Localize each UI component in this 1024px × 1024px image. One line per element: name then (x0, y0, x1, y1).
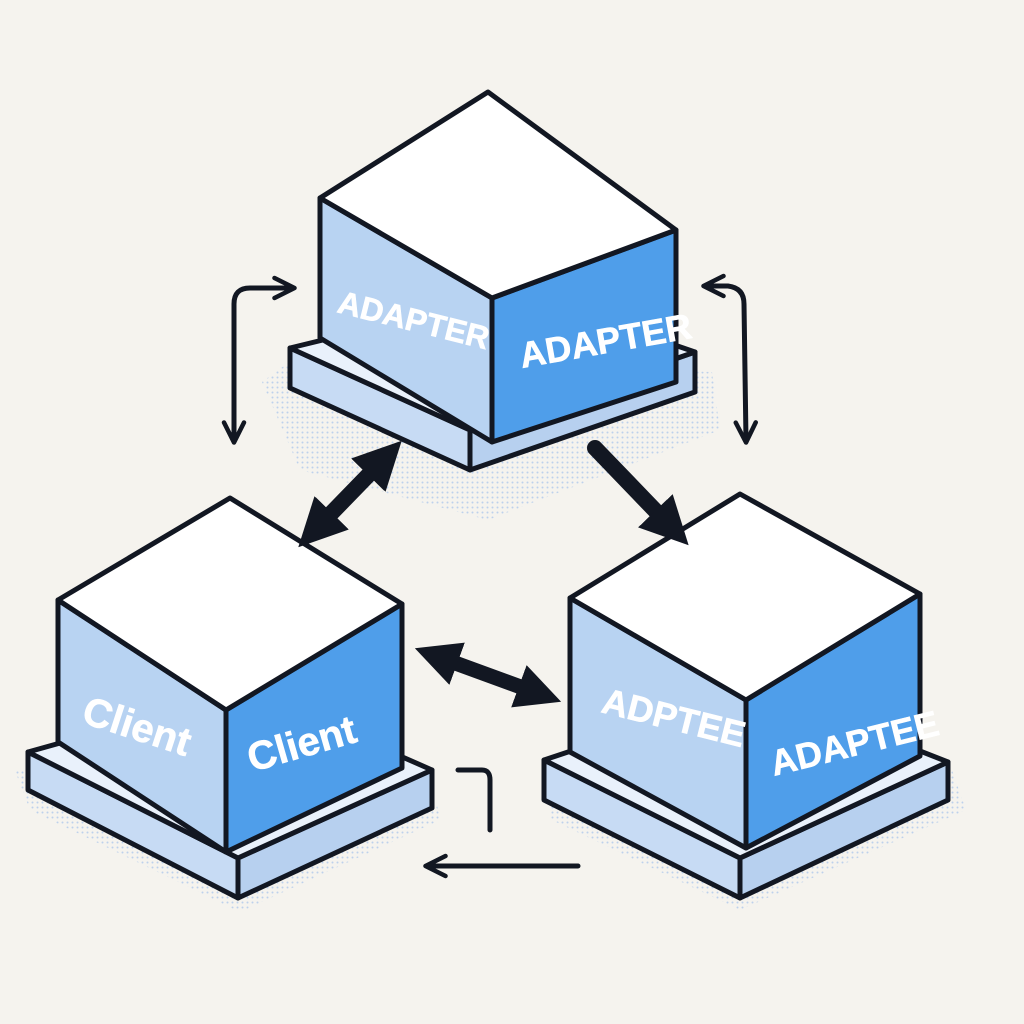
client-adaptee-double-arrow (414, 642, 562, 708)
adapter-block: ADAPTER ADAPTER (262, 89, 720, 520)
client-block: Client Client (14, 495, 440, 912)
top-left-bent-arrow (221, 275, 297, 445)
adapter-client-double-arrow (298, 440, 402, 548)
adapter-to-adaptee-arrow (587, 440, 689, 546)
adaptee-block: ADPTEE ADAPTEE (538, 491, 966, 910)
arrows-layer (221, 273, 758, 879)
client-top-face (55, 495, 405, 713)
bottom-bracket-line (455, 767, 493, 833)
adapter-top-face (317, 89, 679, 301)
top-right-bent-arrow (701, 273, 758, 445)
